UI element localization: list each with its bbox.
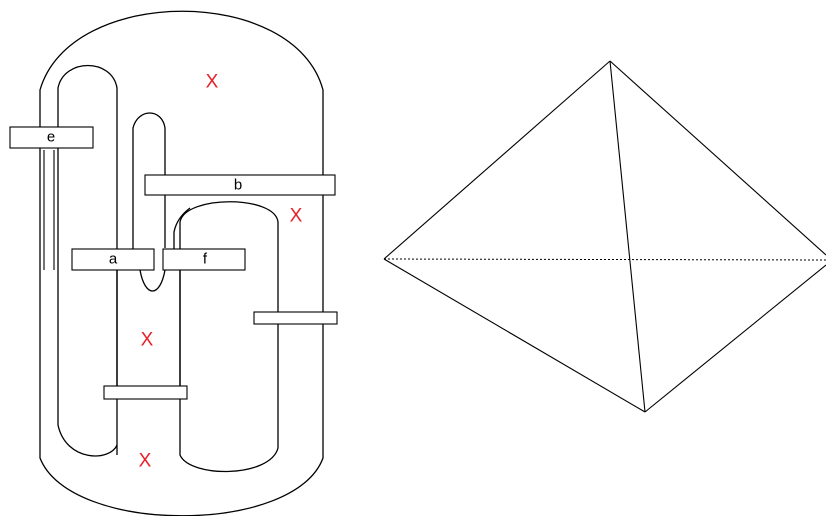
region-mark-top: X — [206, 72, 219, 93]
band-box-unlabeled-right — [253, 311, 338, 325]
band-box-e — [9, 126, 94, 149]
outer-boundary — [39, 10, 324, 516]
right-arch-outer-stub — [173, 207, 191, 250]
central-tongue-bottom — [139, 269, 166, 292]
region-mark-right: X — [290, 206, 303, 227]
band-label-a: a — [109, 251, 118, 268]
edge-top-bottom — [609, 60, 646, 413]
central-tongue — [132, 112, 166, 258]
band-box-b — [144, 174, 336, 196]
right-arch-inner-low — [179, 270, 279, 473]
band-surface-diagram: e b a f X X X X — [9, 10, 338, 516]
band-box-a — [71, 248, 155, 271]
band-label-f: f — [203, 251, 208, 268]
edge-bottom-right — [644, 264, 826, 413]
band-label-b: b — [234, 177, 242, 194]
band-box-f — [162, 248, 246, 271]
edge-left-bottom — [383, 258, 646, 413]
double-pyramid-diagram — [383, 60, 826, 413]
edge-left-top — [383, 60, 611, 260]
left-inner-loop — [57, 65, 118, 455]
edge-top-right — [609, 60, 826, 256]
edge-hidden-horizontal — [383, 258, 826, 261]
region-mark-bottom: X — [139, 451, 152, 472]
left-inner-loop-lower — [57, 270, 118, 457]
band-box-unlabeled-bottom — [103, 385, 188, 400]
right-arch-inner — [179, 201, 279, 312]
region-mark-middle: X — [141, 330, 154, 351]
band-label-e: e — [47, 129, 55, 146]
